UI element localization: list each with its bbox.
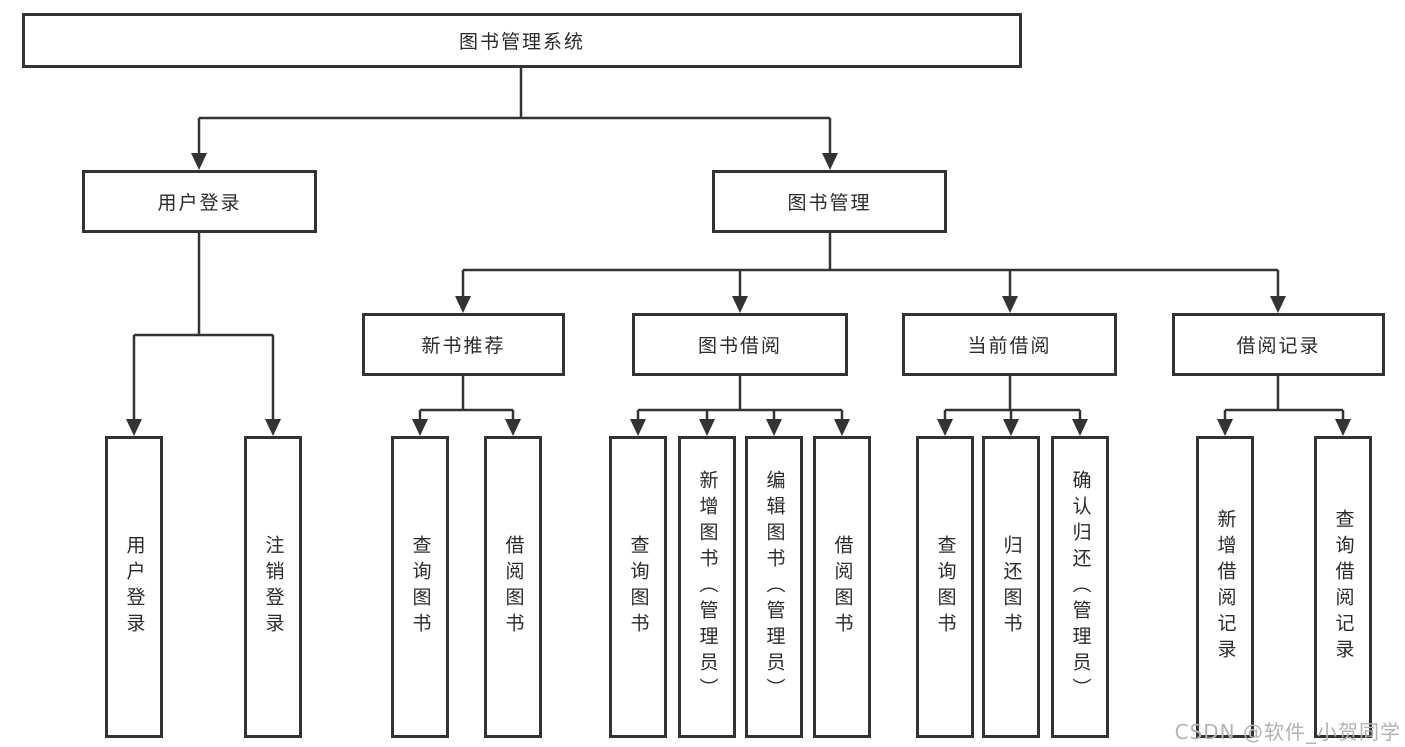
- leaf-query-books-current: 查询图书: [916, 436, 974, 738]
- connector-bookmgmt-to-level3: [461, 233, 1280, 298]
- node-current-borrowing: 当前借阅: [902, 313, 1117, 376]
- leaf-return-books-label: 归还图书: [1000, 535, 1023, 639]
- node-book-borrowing-label: 图书借阅: [697, 335, 782, 357]
- node-user-login: 用户登录: [82, 170, 317, 233]
- arrow-down-icon: [732, 296, 748, 313]
- arrow-down-icon: [1270, 296, 1286, 313]
- leaf-logout: 注销登录: [244, 436, 302, 738]
- leaf-return-books: 归还图书: [982, 436, 1040, 738]
- arrow-down-icon: [455, 296, 471, 313]
- arrow-down-icon: [191, 153, 207, 170]
- leaf-user-login-label: 用户登录: [123, 535, 146, 639]
- arrow-down-icon: [699, 419, 715, 436]
- node-book-management-label: 图书管理: [787, 192, 872, 214]
- arrow-down-icon: [834, 419, 850, 436]
- node-user-login-label: 用户登录: [157, 192, 242, 214]
- node-root-label: 图书管理系统: [458, 31, 585, 53]
- connector-newbook-to-leaves: [418, 376, 515, 421]
- node-borrowing-records-label: 借阅记录: [1236, 335, 1321, 357]
- leaf-edit-book-admin-label: 编辑图书（管理员）: [763, 470, 786, 704]
- csdn-watermark: CSDN @软件_小贺同学: [1174, 720, 1401, 744]
- leaf-edit-book-admin: 编辑图书（管理员）: [745, 436, 803, 738]
- connector-borrowing-to-leaves: [636, 376, 844, 421]
- leaf-query-borrow-record: 查询借阅记录: [1314, 436, 1372, 738]
- arrow-down-icon: [505, 419, 521, 436]
- leaf-query-books-recommend: 查询图书: [391, 436, 449, 738]
- node-book-borrowing: 图书借阅: [632, 313, 848, 376]
- connector-userlogin-to-leaves: [132, 233, 275, 421]
- arrow-down-icon: [126, 419, 142, 436]
- connector-records-to-leaves: [1223, 376, 1345, 421]
- leaf-query-borrow-record-label: 查询借阅记录: [1332, 509, 1355, 665]
- arrow-down-icon: [630, 419, 646, 436]
- arrowheads: [126, 153, 1351, 436]
- leaf-borrow-books-borrowing: 借阅图书: [813, 436, 871, 738]
- node-current-borrowing-label: 当前借阅: [967, 335, 1052, 357]
- leaf-query-books-borrowing-label: 查询图书: [627, 535, 650, 639]
- leaf-add-borrow-record: 新增借阅记录: [1196, 436, 1254, 738]
- arrow-down-icon: [1217, 419, 1233, 436]
- leaf-borrow-books-recommend-label: 借阅图书: [502, 535, 525, 639]
- leaf-query-books-recommend-label: 查询图书: [409, 535, 432, 639]
- leaf-add-book-admin: 新增图书（管理员）: [678, 436, 736, 738]
- leaf-logout-label: 注销登录: [262, 535, 285, 639]
- leaf-confirm-return-admin-label: 确认归还（管理员）: [1069, 470, 1092, 704]
- node-new-book-recommend-label: 新书推荐: [421, 335, 506, 357]
- leaf-borrow-books-recommend: 借阅图书: [484, 436, 542, 738]
- arrow-down-icon: [1072, 419, 1088, 436]
- leaf-add-borrow-record-label: 新增借阅记录: [1214, 509, 1237, 665]
- leaf-query-books-current-label: 查询图书: [934, 535, 957, 639]
- connector-root-to-level2: [197, 68, 832, 155]
- arrow-down-icon: [822, 153, 838, 170]
- connector-current-to-leaves: [943, 376, 1082, 421]
- leaf-borrow-books-borrowing-label: 借阅图书: [831, 535, 854, 639]
- node-root: 图书管理系统: [22, 13, 1022, 68]
- node-new-book-recommend: 新书推荐: [362, 313, 565, 376]
- arrow-down-icon: [265, 419, 281, 436]
- arrow-down-icon: [1003, 419, 1019, 436]
- arrow-down-icon: [412, 419, 428, 436]
- leaf-user-login: 用户登录: [105, 436, 163, 738]
- node-book-management: 图书管理: [712, 170, 947, 233]
- arrow-down-icon: [1002, 296, 1018, 313]
- leaf-confirm-return-admin: 确认归还（管理员）: [1051, 436, 1109, 738]
- arrow-down-icon: [766, 419, 782, 436]
- arrow-down-icon: [1335, 419, 1351, 436]
- leaf-query-books-borrowing: 查询图书: [609, 436, 667, 738]
- leaf-add-book-admin-label: 新增图书（管理员）: [696, 470, 719, 704]
- arrow-down-icon: [937, 419, 953, 436]
- node-borrowing-records: 借阅记录: [1172, 313, 1385, 376]
